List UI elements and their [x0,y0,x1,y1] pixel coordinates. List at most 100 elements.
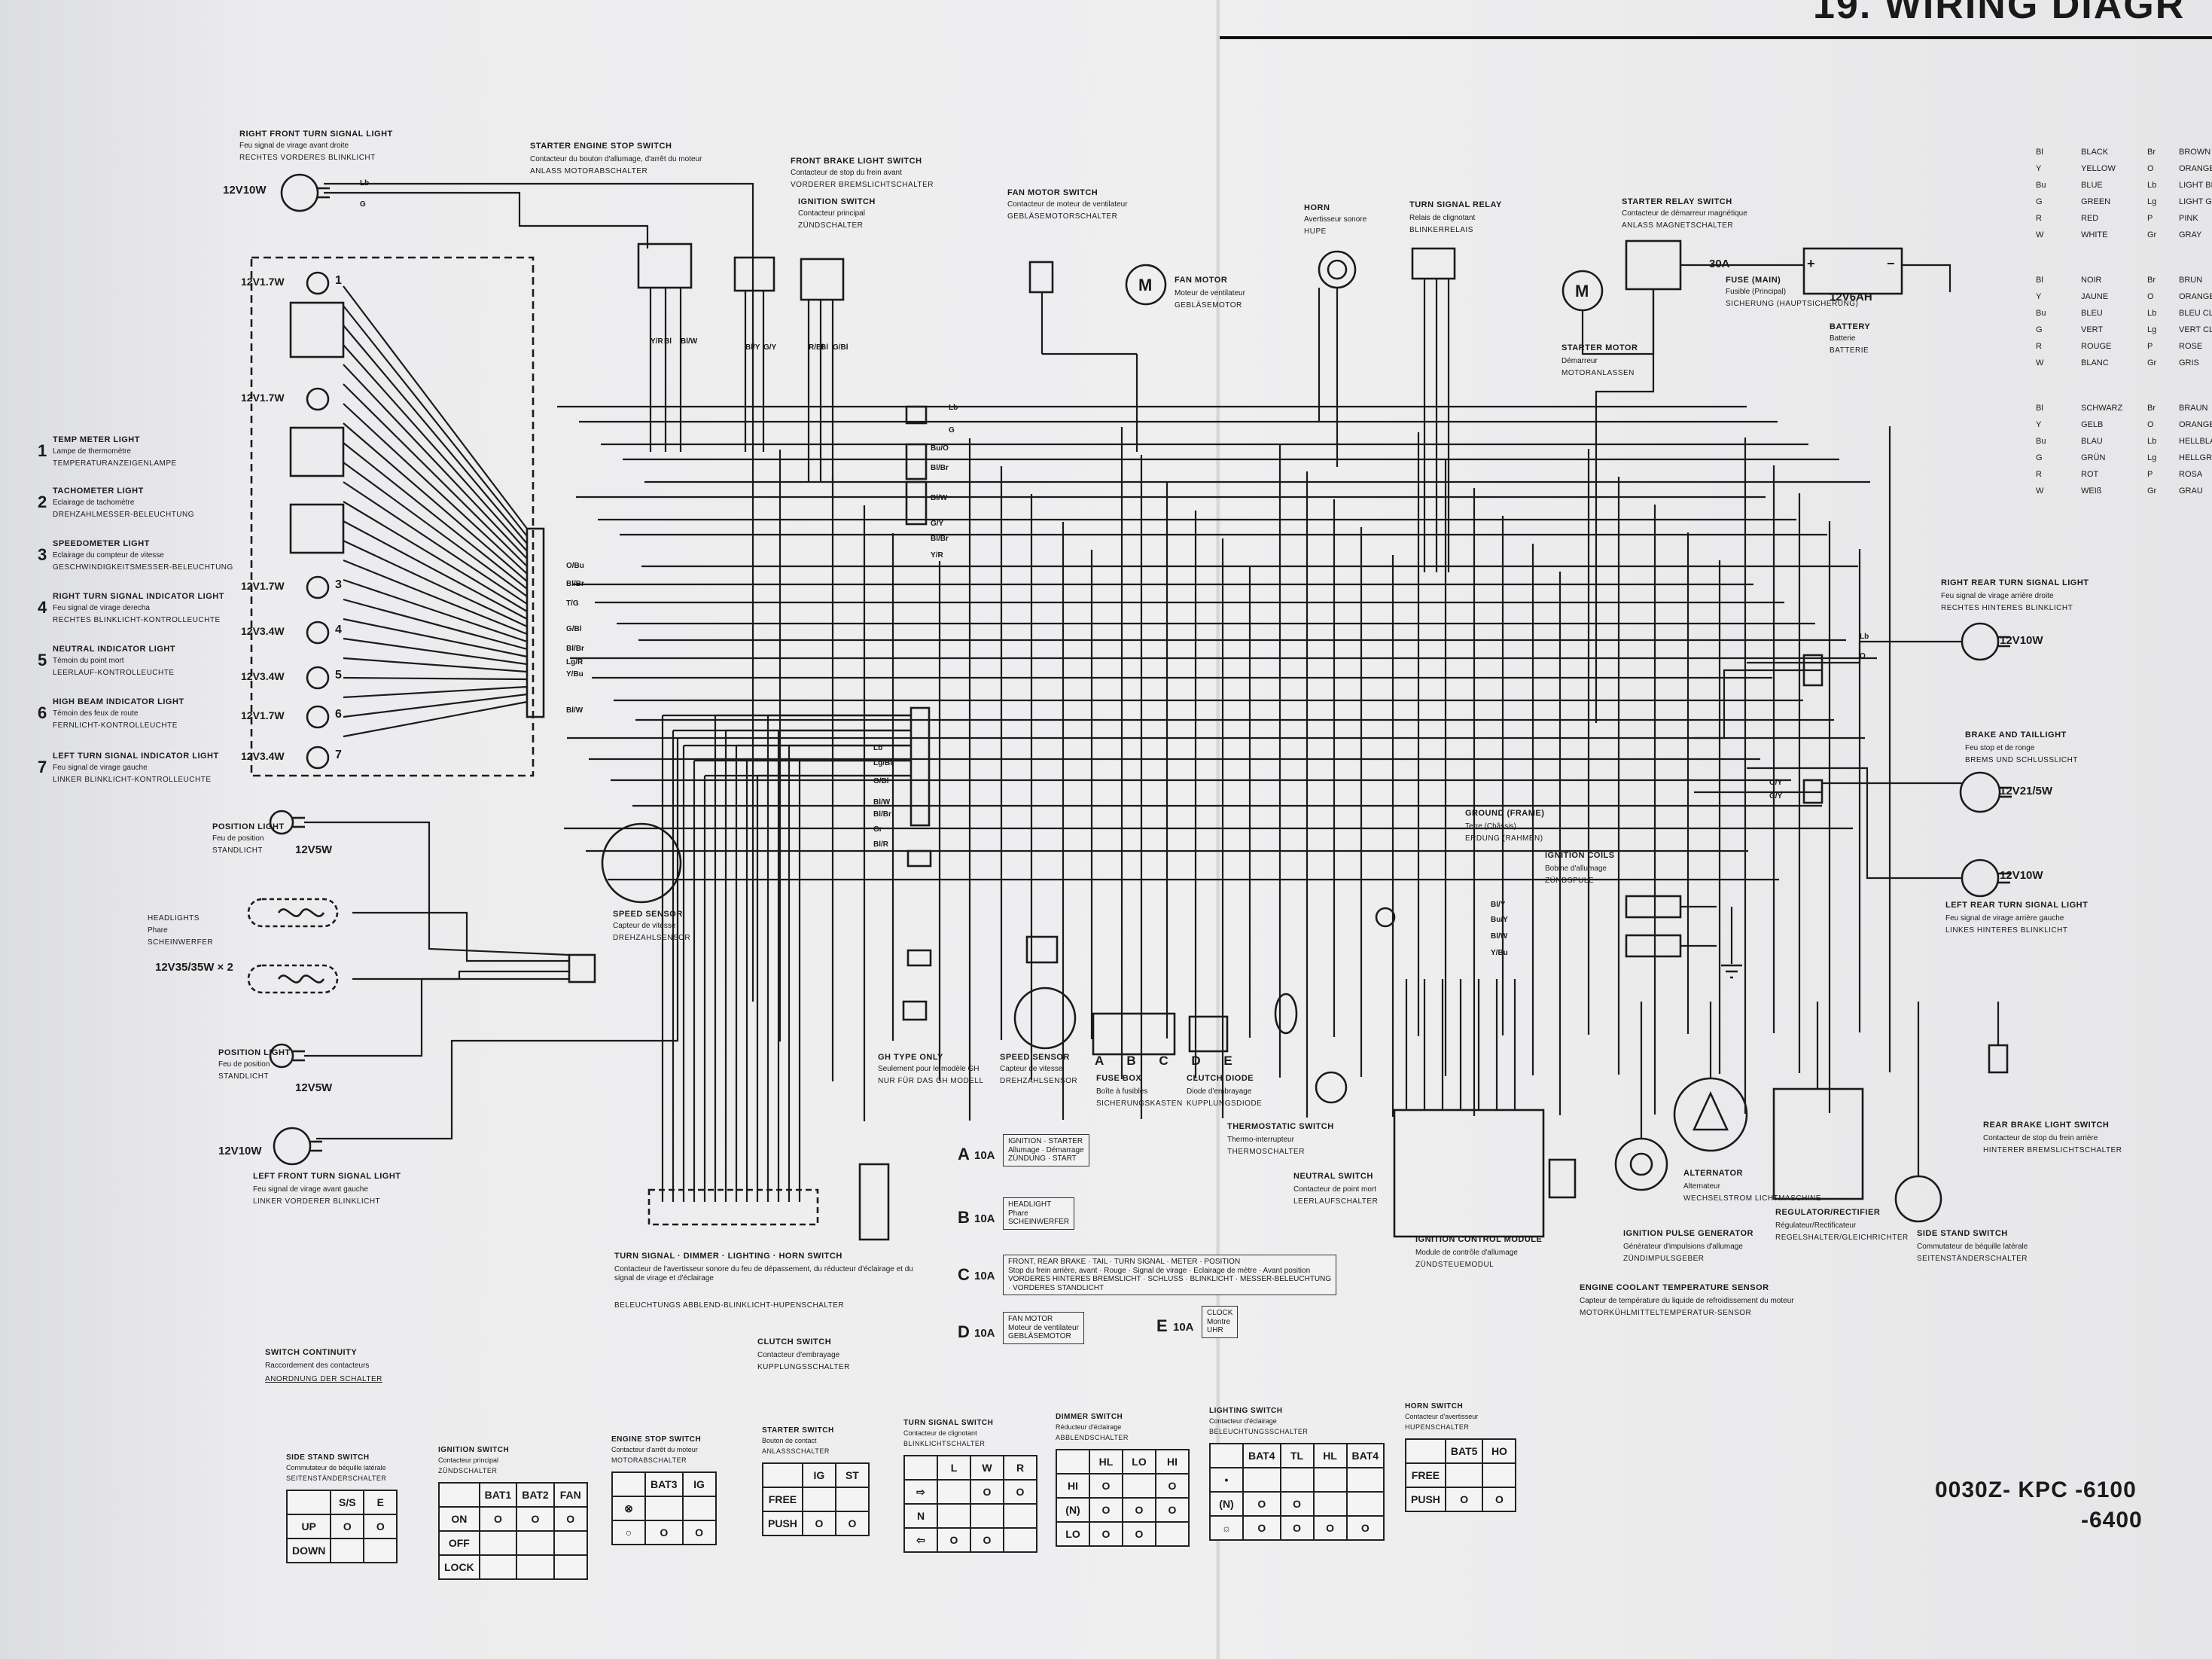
wire-label: G [949,426,955,435]
color-code: G [2036,325,2043,334]
table-cell: HI [1056,1473,1090,1499]
table-cell [1279,1467,1315,1493]
wire [1747,640,1962,664]
table-cell: O [1089,1473,1123,1499]
color-code: O [2147,292,2154,301]
wire-label: G/Bl [833,343,849,352]
table-cell: O [1089,1497,1123,1523]
sw-table-de: ZÜNDSCHALTER [438,1467,498,1474]
table-cell: • [1209,1467,1244,1493]
fuse-id-B: B [958,1208,970,1227]
legend-number-1: 1 [38,441,47,460]
connector [906,949,932,967]
headlight-filament [277,908,325,917]
table-cell: PUSH [1405,1487,1446,1512]
side-stand-sw-name: SIDE STAND SWITCH [1917,1229,2008,1238]
headlight-bulb-1 [247,898,339,928]
table-cell: FREE [762,1487,803,1512]
table-cell: O [1155,1497,1190,1523]
sw-table-fr: Contacteur principal [438,1456,499,1464]
table-header-cell: HO [1482,1438,1517,1464]
rr-turn-spec: 12V10W [2000,634,2043,647]
clutch-diode-name: CLUTCH DIODE [1187,1074,1254,1083]
headlight-de: SCHEINWERFER [148,938,214,947]
table-header-cell: W [970,1455,1004,1481]
wire [343,305,528,537]
icm-body [1393,1109,1545,1238]
indicator-lamp [306,705,330,729]
wire-label: Bl/Br [873,810,891,819]
indicator-lamp [306,271,330,295]
sw-table-name: SIDE STAND SWITCH [286,1453,370,1462]
color-name: PINK [2179,214,2198,223]
color-code: Br [2147,404,2156,413]
fan-motor-switch-body [1028,261,1054,294]
thermostatic-de: THERMOSCHALTER [1227,1148,1305,1156]
fuse-desc-A: IGNITION · STARTER Allumage · Démarrage … [1003,1134,1089,1166]
table-cell [363,1538,398,1563]
legend-de-3: GESCHWINDIGKEITSMESSER-BELEUCHTUNG [53,563,233,572]
headlight-spec: 12V35/35W × 2 [155,961,233,974]
rf-turn-de: RECHTES VORDERES BLINKLICHT [239,154,376,162]
table-cell: O [834,1511,870,1536]
position-top-name: POSITION LIGHT [212,822,285,831]
position-top-spec: 12V5W [295,843,333,856]
wire-label: Lb [873,744,883,752]
gh-only-fr: Seulement pour le modèle GH [878,1065,980,1073]
color-code: Y [2036,420,2042,429]
table-header-cell [611,1471,646,1497]
color-code: W [2036,230,2044,239]
alternator-fr: Alternateur [1683,1182,1720,1191]
table-cell: ⊗ [611,1496,646,1521]
table-cell [1345,1467,1385,1493]
color-name: HELLGRÜN [2179,453,2212,462]
legend-number-4: 4 [38,598,47,617]
sw-table-name: IGNITION SWITCH [438,1446,510,1454]
position-bot-fr: Feu de position [218,1060,270,1069]
color-code: Lb [2147,437,2157,446]
thermostatic-name: THERMOSTATIC SWITCH [1227,1122,1334,1131]
legend-de-6: FERNLICHT-KONTROLLEUCHTE [53,721,178,730]
color-code: Lg [2147,325,2157,334]
wire [343,637,528,666]
color-code: R [2036,470,2042,479]
rr-turn-fr: Feu signal de virage arrière droite [1941,592,2054,600]
table-cell: O [1279,1491,1315,1517]
wire-label: R/Bl [809,343,824,352]
legend-fr-2: Eclairage de tachomètre [53,499,135,507]
color-code: Lg [2147,197,2157,206]
icm-name: IGNITION CONTROL MODULE [1415,1235,1543,1244]
table-cell: N [903,1503,938,1529]
table-header-cell [1056,1449,1090,1474]
pulse-gen-de: ZÜNDIMPULSGEBER [1623,1255,1705,1263]
clutch-sw-name: CLUTCH SWITCH [757,1337,832,1346]
color-code: Y [2036,164,2042,173]
wire-label: Bu/O [931,444,949,453]
rear-brake-switch-body [1988,1044,2009,1074]
wire-label: Bl/W [873,798,891,807]
lf-turn-bulb [273,1127,312,1166]
table-cell [1345,1491,1385,1517]
headlight-connector [568,953,596,984]
page-title: 19. WIRING DIAGR [1813,0,2186,27]
starter-stop-switch [637,242,693,289]
neutral-switch-body [1315,1071,1348,1104]
table-cell: (N) [1209,1491,1244,1517]
ign-coils-de: ZÜNDSPULE [1545,877,1595,885]
wire-label: Bl/W [566,706,583,715]
lf-turn-fr: Feu signal de virage avant gauche [253,1185,368,1194]
table-cell [681,1496,717,1521]
wire [1747,767,1962,880]
turn-relay-name: TURN SIGNAL RELAY [1409,200,1502,209]
table-cell [1312,1491,1348,1517]
sw-table-de: BLINKLICHTSCHALTER [903,1440,986,1447]
brake-tail-de: BREMS UND SCHLUSSLICHT [1965,756,2078,764]
rf-turn-name: RIGHT FRONT TURN SIGNAL LIGHT [239,130,393,139]
table-cell [1003,1527,1037,1553]
color-name: GRAU [2179,486,2203,496]
sw-table-fr: Bouton de contact [762,1437,817,1444]
sw-table-de: MOTORABSCHALTER [611,1456,687,1464]
starter-motor-symbol: M [1575,282,1589,300]
wire-label: Lg/Bl [873,759,892,767]
ignition-switch-de: ZÜNDSCHALTER [798,221,864,230]
